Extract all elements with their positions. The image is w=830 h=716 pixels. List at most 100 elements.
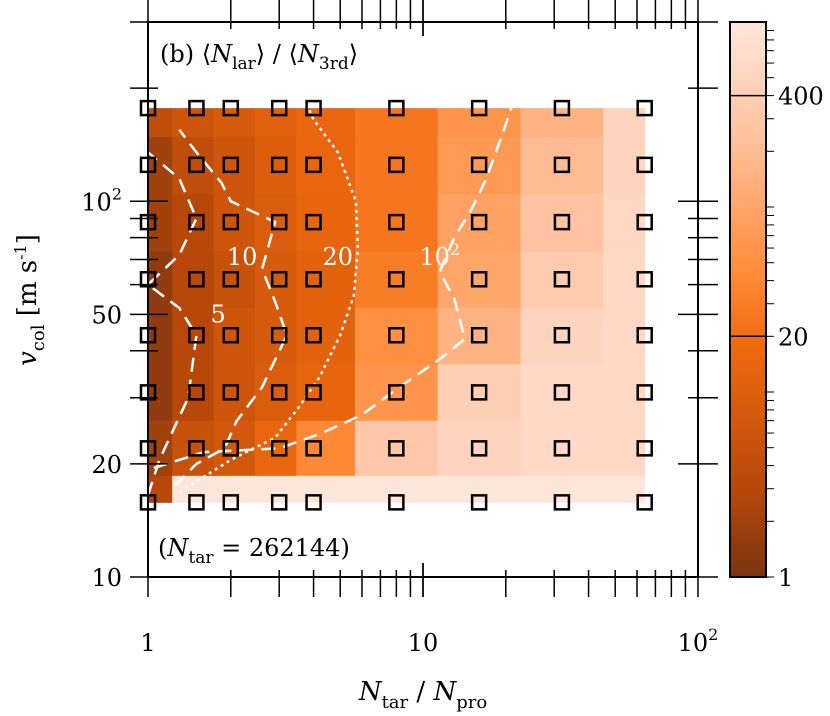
contour-labels: 5 10 20 102 (211, 240, 460, 328)
y-tick-label: 50 (91, 301, 122, 329)
heatmap-cell (148, 108, 173, 137)
heatmap-cell (354, 307, 439, 365)
heatmap-cell (172, 108, 215, 137)
y-axis-label: vcol [m s-1] (11, 234, 49, 366)
heatmap-cell (520, 193, 604, 252)
heatmap-cell (213, 250, 256, 308)
data-point-marker (470, 326, 488, 344)
data-point-marker (388, 384, 405, 401)
data-point-marker (270, 99, 288, 117)
data-point-marker (305, 326, 322, 344)
x-tick-label: 10 (408, 629, 439, 657)
data-point-marker (188, 271, 205, 288)
data-point-marker (305, 156, 322, 174)
data-point-marker (470, 271, 488, 288)
data-point-marker (388, 494, 405, 511)
contour-line-100 (153, 106, 513, 470)
data-point-marker (222, 440, 240, 457)
heatmap-cell (172, 363, 215, 421)
heatmap-cell (520, 136, 604, 194)
heatmap-cell (172, 475, 215, 503)
data-point-marker (270, 271, 288, 288)
data-point-marker (636, 384, 653, 401)
heatmap-cell (148, 193, 173, 252)
contour-line-10 (173, 129, 289, 487)
data-point-marker (222, 213, 240, 231)
y-tick-label: 102 (81, 184, 122, 216)
data-point-marker (222, 326, 240, 344)
contour-label: 5 (211, 300, 226, 328)
contour-label: 10 (227, 243, 258, 271)
data-point-marker (222, 99, 240, 117)
data-point-marker (553, 494, 571, 511)
data-point-marker (388, 156, 405, 174)
data-point-marker (188, 99, 205, 117)
heatmap-cell (520, 420, 604, 476)
heatmap-cell (254, 307, 297, 365)
data-point-marker (270, 494, 288, 511)
y-axis-ticks: 10 20 50 102 (81, 21, 718, 592)
data-point-marker (305, 99, 322, 117)
contour-line-5 (148, 151, 198, 496)
data-point-marker (470, 213, 488, 231)
contour-label: 20 (323, 243, 354, 271)
heatmap-cell (437, 136, 522, 194)
data-point-marker (553, 99, 571, 117)
heatmap-cell (254, 108, 297, 137)
heatmap-cell (172, 193, 215, 252)
data-point-marker (553, 213, 571, 231)
data-point-marker (188, 213, 205, 231)
heatmap-cell (520, 108, 604, 137)
heatmap-cell (213, 108, 256, 137)
heatmap-cell (296, 420, 356, 476)
x-axis-label: Ntar / Npro (358, 677, 487, 713)
data-point-marker (188, 384, 205, 401)
heatmap-cell (254, 363, 297, 421)
data-point-marker (188, 494, 205, 511)
data-point-marker (636, 156, 653, 174)
y-tick-label: 20 (91, 451, 122, 479)
data-point-marker (553, 326, 571, 344)
heatmap-cell (148, 136, 173, 194)
data-point-marker (388, 440, 405, 457)
heatmap-cell (520, 250, 604, 308)
data-point-marker (270, 213, 288, 231)
target-count-annotation: (Ntar = 262144) (158, 534, 350, 568)
data-point-marker (636, 440, 653, 457)
data-point-marker (305, 213, 322, 231)
heatmap-cell (296, 475, 356, 503)
data-point-marker (470, 440, 488, 457)
data-point-marker (270, 326, 288, 344)
data-point-marker (305, 384, 322, 401)
heatmap-cell (437, 307, 522, 365)
data-point-marker (188, 326, 205, 344)
data-point-marker (470, 99, 488, 117)
colorbar-gradient (729, 21, 767, 578)
data-point-marker (636, 213, 653, 231)
data-point-marker (636, 494, 653, 511)
data-point-marker (388, 213, 405, 231)
heatmap-cell (148, 420, 173, 476)
heatmap-cell (354, 250, 439, 308)
heatmap-cell (213, 420, 256, 476)
heatmap-cell (520, 307, 604, 365)
heatmap-cell (437, 108, 522, 137)
contour-label: 102 (419, 240, 460, 271)
colorbar-tick-label: 1 (778, 564, 793, 592)
data-point-marker (388, 99, 405, 117)
data-point-marker (636, 326, 653, 344)
heatmap-cell (437, 250, 522, 308)
colorbar-tick-label: 20 (778, 323, 809, 351)
heatmap-cell (354, 193, 439, 252)
heatmap-cell (172, 307, 215, 365)
x-tick-label: 102 (678, 625, 719, 657)
data-point-marker (270, 384, 288, 401)
data-point-marker (470, 494, 488, 511)
heatmap-cell (520, 475, 604, 503)
heatmap-cell (213, 475, 256, 503)
heatmap-cell (213, 363, 256, 421)
data-point-markers (139, 99, 653, 511)
contour-line-20 (178, 104, 360, 494)
